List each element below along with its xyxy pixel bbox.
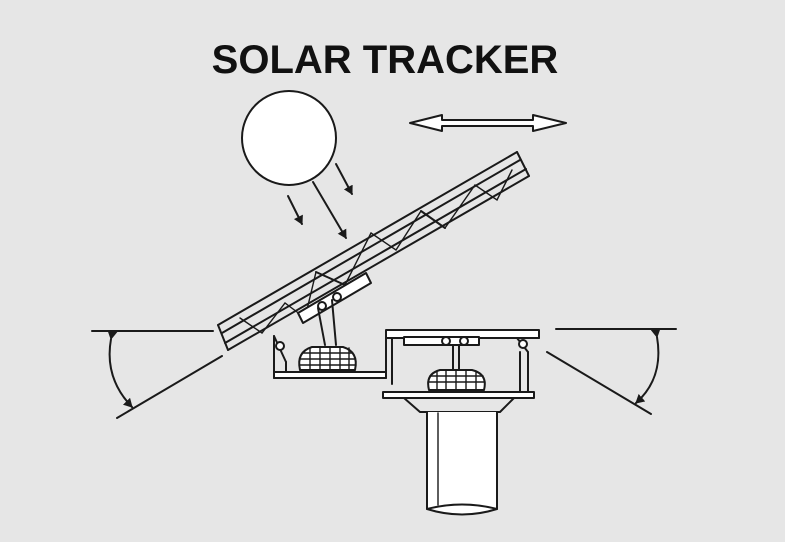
tilt-angle-arc [107, 330, 133, 408]
sun-icon [241, 90, 337, 186]
mounting-pole [426, 412, 498, 516]
rotation-link [403, 336, 529, 394]
actuator-bellows-icon [298, 346, 357, 371]
sunlight-ray-arrow [312, 181, 347, 239]
left-tilt-angle-indicator [91, 330, 223, 419]
sunlight-ray-arrow [287, 195, 303, 225]
tilt-angle-arc [635, 328, 661, 404]
panel-mount-bracket [297, 272, 372, 346]
solar-panel-truss [217, 151, 530, 351]
sunlight-rays [287, 163, 353, 239]
base-flange [403, 397, 515, 413]
right-tilt-angle-indicator [546, 328, 677, 415]
tilt-carriage [273, 329, 540, 385]
diagram-title: SOLAR TRACKER [211, 38, 559, 82]
actuator-bellows-icon [427, 369, 486, 391]
base-plate [382, 391, 535, 399]
double-headed-arrow [409, 114, 567, 132]
sunlight-ray-arrow [335, 163, 353, 195]
